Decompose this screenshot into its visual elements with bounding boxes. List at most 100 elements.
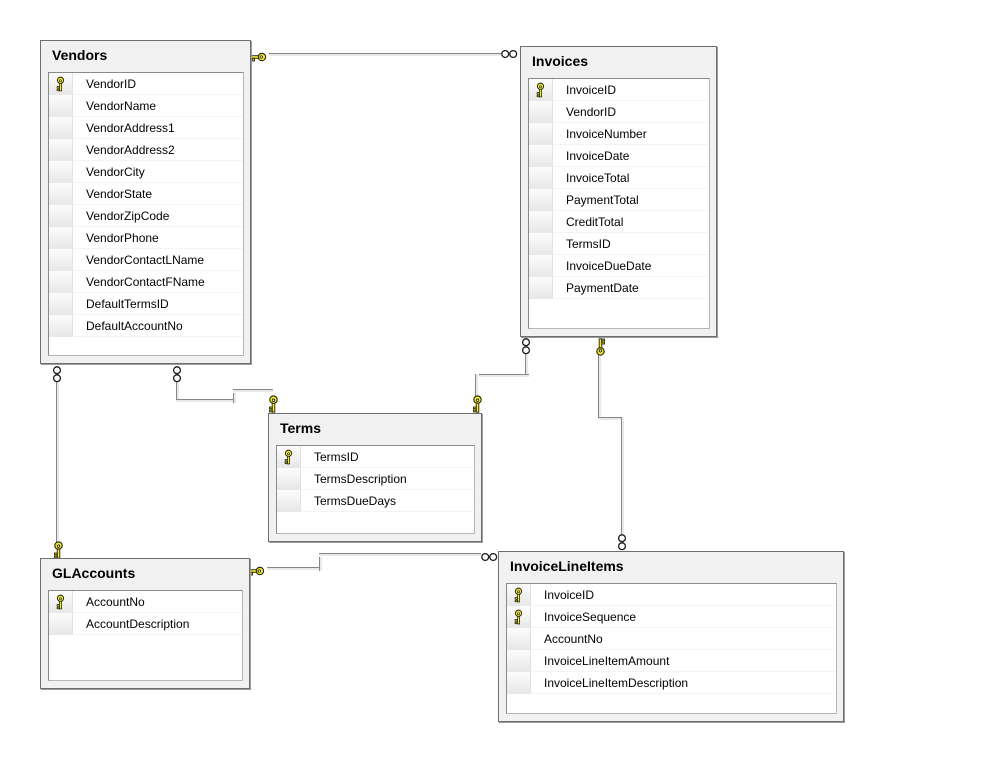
- key-endpoint-icon[interactable]: [267, 395, 280, 413]
- infinity-endpoint-icon[interactable]: [172, 365, 182, 384]
- table-row[interactable]: PaymentTotal: [529, 189, 709, 211]
- table-row[interactable]: VendorState: [49, 183, 243, 205]
- column-name: VendorName: [73, 95, 243, 117]
- table-row[interactable]: InvoiceSequence: [507, 606, 836, 628]
- relationship-line-segment[interactable]: [269, 53, 502, 57]
- table-row[interactable]: InvoiceID: [529, 79, 709, 101]
- infinity-endpoint-icon[interactable]: [521, 337, 531, 356]
- table-row[interactable]: AccountNo: [507, 628, 836, 650]
- relationship-line-segment[interactable]: [475, 374, 479, 396]
- table-title[interactable]: Invoices: [532, 53, 589, 69]
- primary-key-icon: [507, 606, 531, 628]
- infinity-endpoint-icon[interactable]: [52, 365, 62, 384]
- table-title[interactable]: Vendors: [52, 47, 108, 63]
- table-row[interactable]: AccountNo: [49, 591, 242, 613]
- table-row[interactable]: VendorCity: [49, 161, 243, 183]
- relationship-line-segment[interactable]: [319, 553, 481, 557]
- table-title[interactable]: GLAccounts: [52, 565, 136, 581]
- table-row[interactable]: InvoiceLineItemDescription: [507, 672, 836, 694]
- relationship-line-segment[interactable]: [598, 354, 602, 421]
- column-name: InvoiceNumber: [553, 123, 709, 145]
- table-row[interactable]: VendorZipCode: [49, 205, 243, 227]
- key-endpoint-icon[interactable]: [471, 395, 484, 413]
- table-row[interactable]: PaymentDate: [529, 277, 709, 299]
- table-row[interactable]: VendorAddress1: [49, 117, 243, 139]
- table-row[interactable]: VendorAddress2: [49, 139, 243, 161]
- column-name: InvoiceTotal: [553, 167, 709, 189]
- key-endpoint-icon[interactable]: [248, 48, 267, 66]
- relationship-line-segment[interactable]: [176, 382, 180, 403]
- row-selector: [49, 95, 73, 117]
- table-row[interactable]: DefaultTermsID: [49, 293, 243, 315]
- column-name: VendorAddress1: [73, 117, 243, 139]
- table-row[interactable]: VendorPhone: [49, 227, 243, 249]
- column-name: CreditTotal: [553, 211, 709, 233]
- table-row[interactable]: CreditTotal: [529, 211, 709, 233]
- table-row[interactable]: InvoiceLineItemAmount: [507, 650, 836, 672]
- row-selector: [507, 628, 531, 650]
- column-name: AccountNo: [73, 591, 242, 613]
- infinity-endpoint-icon[interactable]: [480, 552, 499, 562]
- table-row[interactable]: InvoiceDate: [529, 145, 709, 167]
- relationship-line-segment[interactable]: [621, 417, 625, 534]
- column-name: TermsID: [301, 446, 474, 468]
- relationship-line-segment[interactable]: [267, 567, 323, 571]
- relationship-line-segment[interactable]: [233, 389, 273, 393]
- column-name: VendorCity: [73, 161, 243, 183]
- relationship-line-segment[interactable]: [475, 374, 529, 378]
- row-selector: [507, 650, 531, 672]
- table-row[interactable]: TermsDueDays: [277, 490, 474, 512]
- column-name: AccountNo: [531, 628, 836, 650]
- table-row[interactable]: InvoiceID: [507, 584, 836, 606]
- row-selector: [529, 233, 553, 255]
- table-row[interactable]: VendorContactFName: [49, 271, 243, 293]
- column-name: VendorZipCode: [73, 205, 243, 227]
- column-name: TermsDescription: [301, 468, 474, 490]
- table-row[interactable]: DefaultAccountNo: [49, 315, 243, 337]
- relationship-line-segment[interactable]: [319, 555, 323, 571]
- table-title[interactable]: Terms: [280, 420, 321, 436]
- key-endpoint-icon[interactable]: [246, 562, 265, 580]
- table-row[interactable]: InvoiceNumber: [529, 123, 709, 145]
- table-row[interactable]: VendorContactLName: [49, 249, 243, 271]
- column-name: PaymentTotal: [553, 189, 709, 211]
- column-name: InvoiceDate: [553, 145, 709, 167]
- table-row[interactable]: TermsID: [529, 233, 709, 255]
- relationship-line-segment[interactable]: [56, 382, 60, 544]
- table-row[interactable]: InvoiceTotal: [529, 167, 709, 189]
- row-selector: [529, 101, 553, 123]
- row-selector: [49, 293, 73, 315]
- table-row[interactable]: AccountDescription: [49, 613, 242, 635]
- table-row[interactable]: TermsDescription: [277, 468, 474, 490]
- key-endpoint-icon[interactable]: [594, 338, 607, 356]
- column-name: VendorContactFName: [73, 271, 243, 293]
- table-title[interactable]: InvoiceLineItems: [510, 558, 624, 574]
- table-row[interactable]: VendorID: [49, 73, 243, 95]
- column-name: VendorPhone: [73, 227, 243, 249]
- relationship-line-segment[interactable]: [598, 417, 625, 421]
- column-name: TermsID: [553, 233, 709, 255]
- infinity-endpoint-icon[interactable]: [617, 533, 627, 552]
- table-row[interactable]: VendorName: [49, 95, 243, 117]
- relationship-line-segment[interactable]: [176, 399, 237, 403]
- table-row[interactable]: VendorID: [529, 101, 709, 123]
- table-row[interactable]: TermsID: [277, 446, 474, 468]
- column-name: InvoiceID: [531, 584, 836, 606]
- table-row[interactable]: InvoiceDueDate: [529, 255, 709, 277]
- infinity-endpoint-icon[interactable]: [500, 49, 519, 59]
- relationship-line-segment[interactable]: [525, 353, 529, 378]
- key-endpoint-icon[interactable]: [52, 541, 65, 559]
- row-selector: [49, 315, 73, 337]
- relationship-line-segment[interactable]: [233, 389, 237, 403]
- column-name: VendorContactLName: [73, 249, 243, 271]
- row-selector: [529, 189, 553, 211]
- column-name: InvoiceSequence: [531, 606, 836, 628]
- column-name: VendorID: [553, 101, 709, 123]
